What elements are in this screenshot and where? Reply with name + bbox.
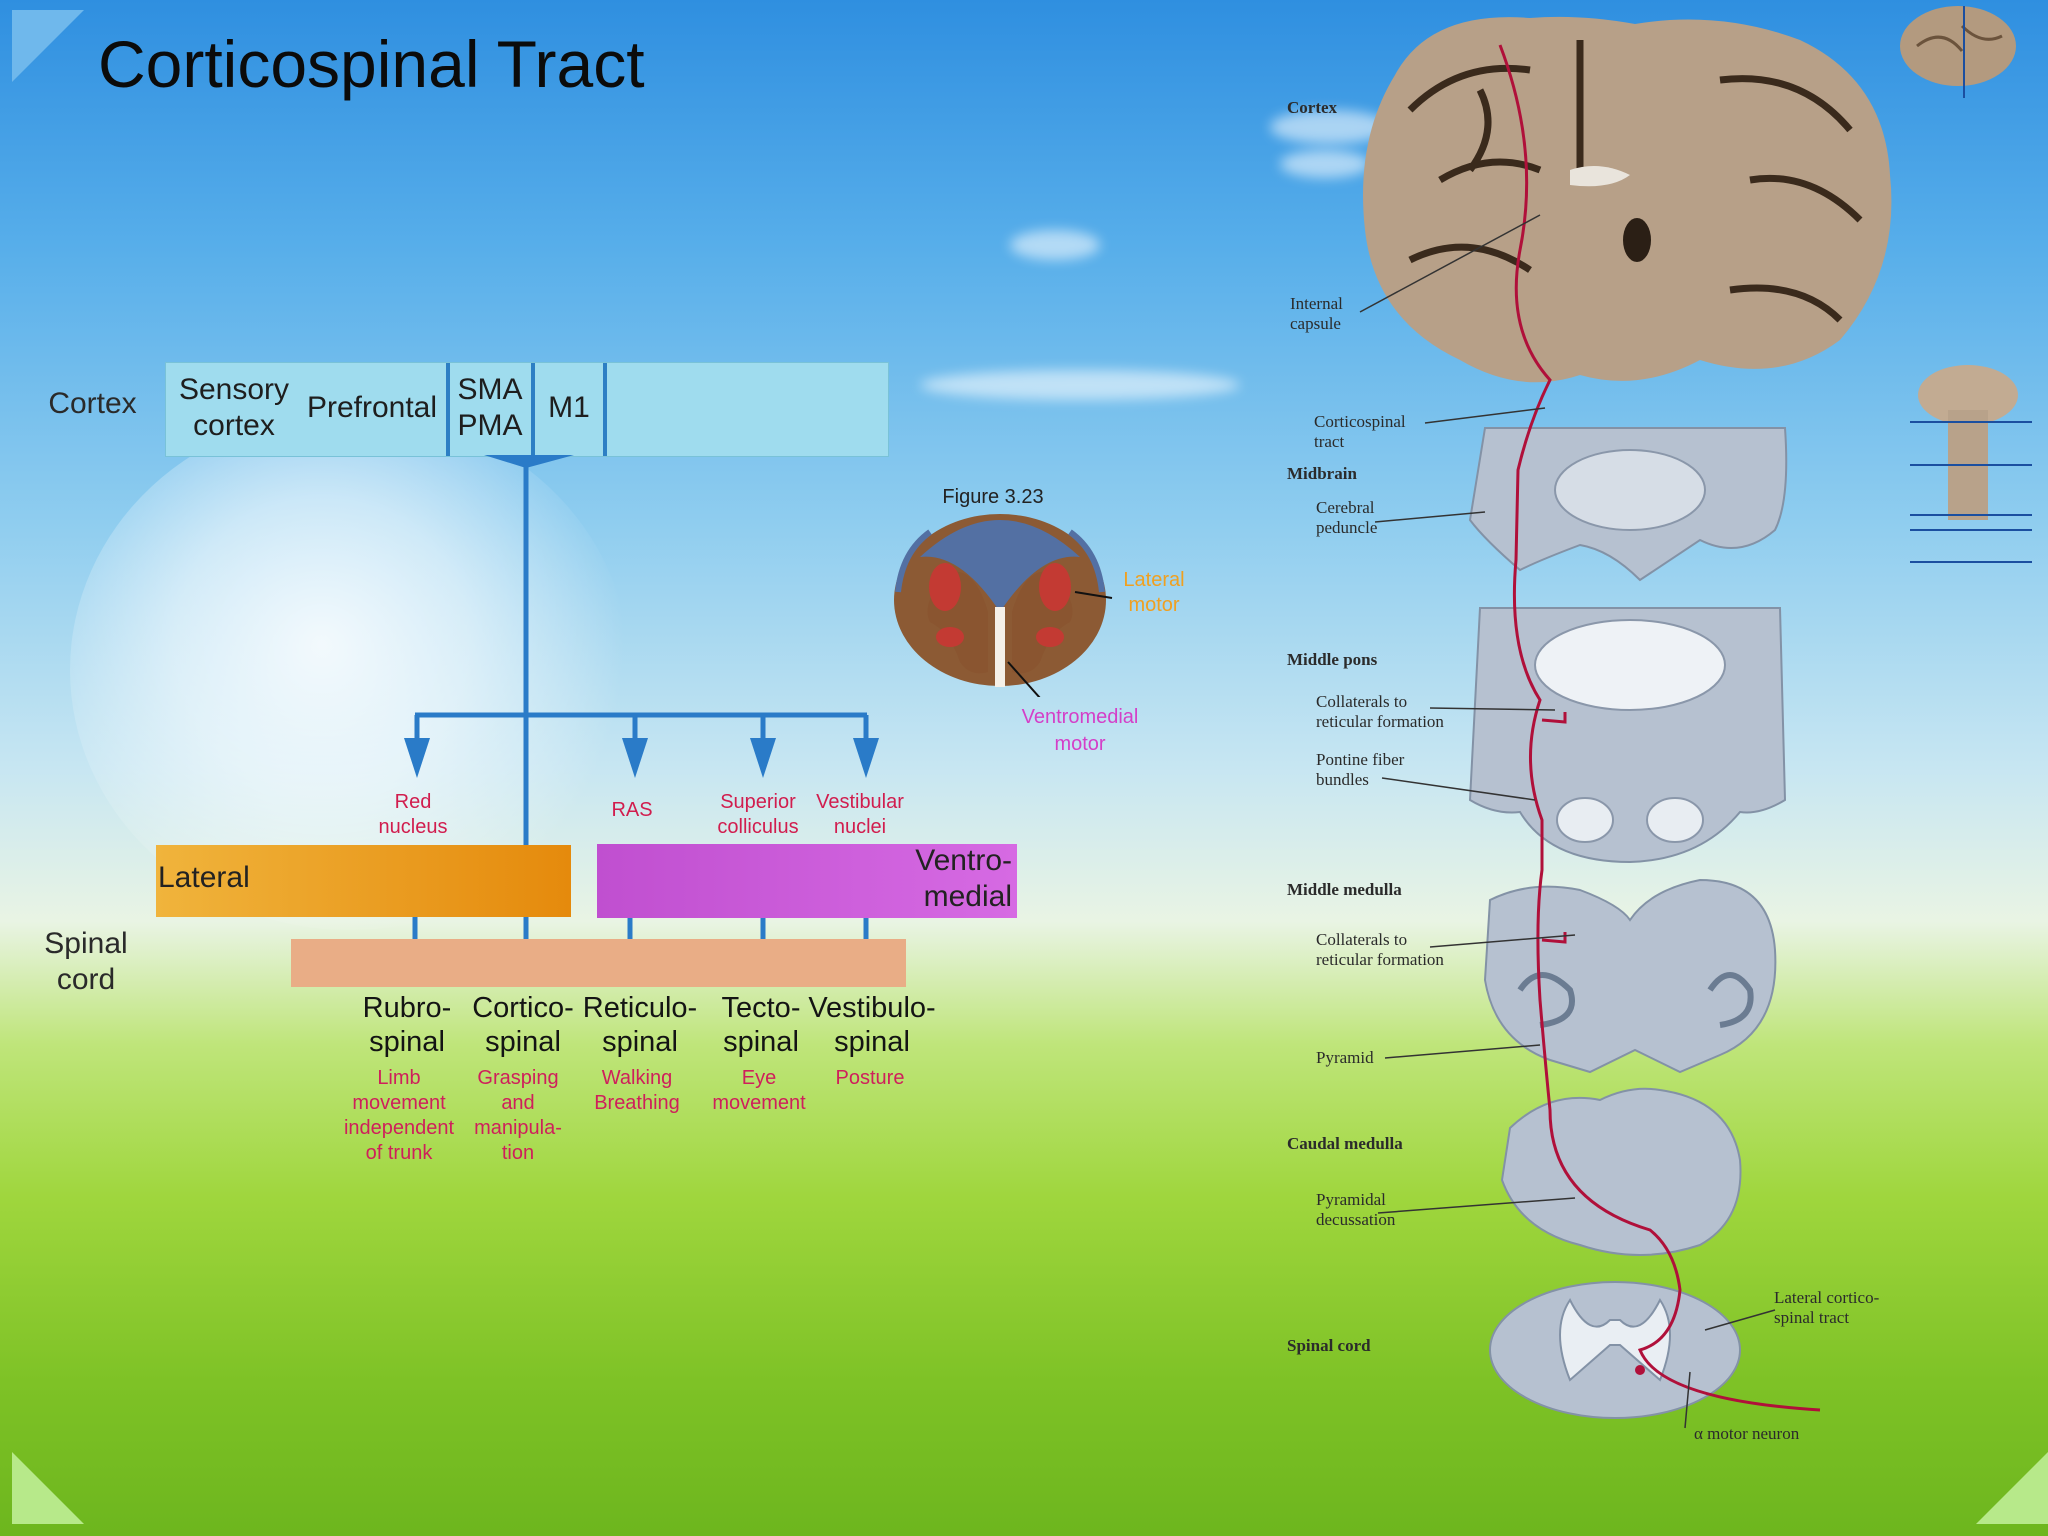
function-reticulospinal: Walking Breathing [594,1067,680,1114]
brainstem-thumbnail [1910,365,2032,563]
region-prefrontal: Prefrontal [306,391,438,424]
annotation-collaterals-pons: Collaterals to reticular formation [1316,692,1444,731]
corticospinal-tract-line [1498,44,1821,1412]
ventromedial-motor-label: Ventromedial motor [1021,706,1139,755]
arrowhead-red-nucleus [404,738,430,778]
region-sma-pma: SMA PMA [457,373,523,442]
function-tectospinal: Eye movement [712,1067,806,1114]
section-label-spinal-cord: Spinal cord [1287,1336,1371,1355]
nucleus-superior-colliculus: Superior colliculus [717,791,799,838]
spinal-cord-bar [291,939,906,987]
spinal-cord-section [1489,1281,1741,1419]
section-label-cortex: Cortex [1287,98,1338,117]
corner-triangle-bottom-left [12,1452,84,1524]
brain-sections-figure [1359,6,2032,1429]
coronal-brain-section [1363,16,1892,383]
section-label-caudal-medulla: Caudal medulla [1287,1134,1403,1153]
region-m1: M1 [548,391,590,424]
spinal-cross-section-figure [894,514,1113,697]
section-label-midbrain: Midbrain [1287,464,1357,483]
cloud-decoration [1280,150,1370,178]
lateral-bar [156,845,571,917]
cloud-decoration [920,370,1240,400]
region-divider [446,363,450,456]
cortex-bar: Sensory cortex Prefrontal SMA PMA M1 [165,362,889,457]
caudal-medulla-section [1500,1087,1742,1256]
midbrain-section [1468,427,1788,582]
function-vestibulospinal: Posture [835,1067,905,1089]
region-divider [531,363,535,456]
cortex-label: Cortex [48,387,137,420]
tract-reticulospinal: Reticulo- spinal [582,992,698,1058]
region-sensory-cortex: Sensory cortex [178,373,290,442]
annotation-cerebral-peduncle: Cerebral peduncle [1316,498,1378,537]
figure-caption: Figure 3.23 [942,486,1044,508]
tract-tectospinal: Tecto- spinal [721,992,801,1058]
arrowhead-vestibular [853,738,879,778]
arrowhead-superior-colliculus [750,738,776,778]
cloud-decoration [1010,230,1100,260]
section-label-middle-pons: Middle pons [1287,650,1378,669]
slide-title: Corticospinal Tract [98,27,645,101]
section-label-middle-medulla: Middle medulla [1287,880,1402,899]
region-divider [603,363,607,456]
annotation-corticospinal-tract: Corticospinal tract [1314,412,1406,451]
lateral-label: Lateral [158,861,250,894]
nucleus-ras: RAS [611,799,653,821]
annotation-pyramidal-decussation: Pyramidal decussation [1316,1190,1396,1229]
annotation-internal-capsule: Internal capsule [1290,294,1343,333]
dandelion-decoration [70,410,630,930]
function-rubrospinal: Limb movement independent of trunk [343,1067,455,1164]
tract-vestibulospinal: Vestibulo- spinal [808,992,936,1058]
corner-triangle-top-left [12,10,84,82]
lateral-motor-label: Lateral motor [1123,569,1185,616]
annotation-pyramid: Pyramid [1316,1048,1374,1067]
brain-thumbnail [1900,6,2016,98]
pons-section [1468,607,1787,864]
middle-medulla-section [1483,878,1777,1074]
ventromedial-bar [597,844,1017,918]
spinal-cord-label: Spinal cord [44,927,128,996]
nucleus-red-nucleus: Red nucleus [378,791,448,838]
m1-funnel [484,455,574,468]
tract-corticospinal: Cortico- spinal [472,992,574,1058]
function-corticospinal: Grasping and manipula- tion [474,1067,562,1164]
annotation-collaterals-medulla: Collaterals to reticular formation [1316,930,1444,969]
corner-triangle-bottom-right [1976,1452,2048,1524]
arrowhead-ras [622,738,648,778]
nucleus-vestibular: Vestibular nuclei [816,791,904,838]
annotation-alpha-motor-neuron: α motor neuron [1694,1424,1800,1443]
tract-rubrospinal: Rubro- spinal [362,992,452,1058]
annotation-pontine-fiber: Pontine fiber bundles [1316,750,1405,789]
annotation-lateral-corticospinal: Lateral cortico- spinal tract [1774,1288,1880,1327]
ventromedial-label: Ventro- medial [915,844,1012,913]
